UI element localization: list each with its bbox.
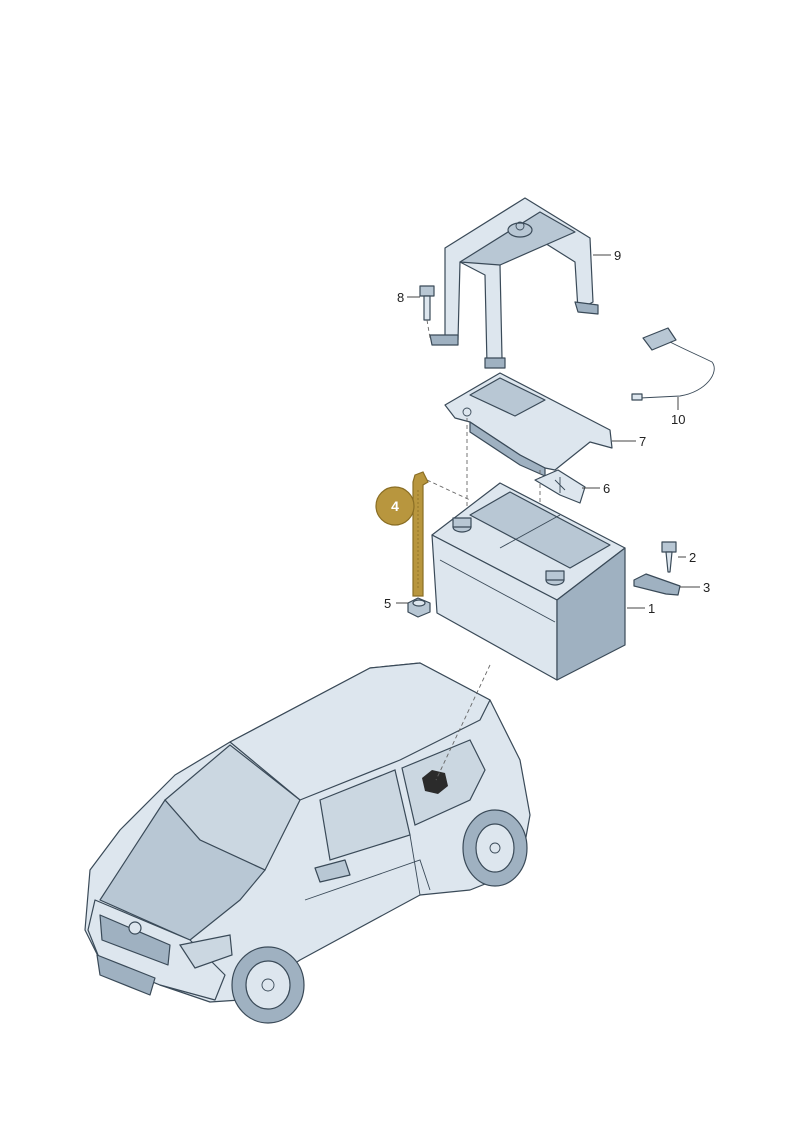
callout-2: 2 [689,550,696,565]
callout-8: 8 [397,290,404,305]
part-2-screw[interactable] [661,541,677,573]
callout-6: 6 [603,481,610,496]
callout-5: 5 [384,596,391,611]
leader-lines [396,254,700,609]
callout-4: 4 [391,498,399,514]
part-6-terminal-cap[interactable] [534,469,586,504]
hatchback-car-icon [84,662,531,1024]
part-3-clamp[interactable] [633,573,681,596]
part-4-strap[interactable] [412,471,429,597]
part-10-sensor-cable[interactable] [631,327,715,401]
part-5-nut[interactable] [407,597,431,618]
callout-1: 1 [648,601,655,616]
part-7-cover-plate[interactable] [444,372,613,477]
battery-icon[interactable] [431,482,626,681]
callout-4-badge[interactable]: 4 [375,486,415,526]
callout-7: 7 [639,434,646,449]
part-8-bolt[interactable] [419,285,435,321]
callout-10: 10 [671,412,685,427]
part-9-bracket[interactable] [429,197,599,369]
battery-location-marker [422,770,448,794]
callout-9: 9 [614,248,621,263]
callout-3: 3 [703,580,710,595]
